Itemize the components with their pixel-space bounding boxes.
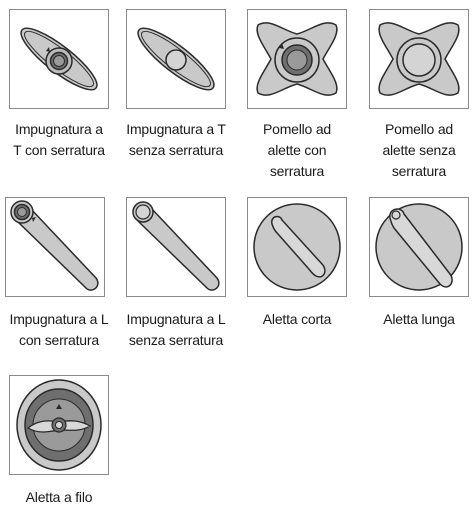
wing-knob-lock-tile[interactable]	[247, 9, 347, 109]
wing-knob-icon	[378, 22, 460, 96]
caption-short-tab: Aletta corta	[262, 311, 332, 327]
flush-tab-tile[interactable]	[9, 375, 109, 475]
short-tab-icon	[253, 203, 341, 291]
flush-tab-icon	[16, 379, 102, 471]
caption-flush-tab: Aletta a filo	[25, 489, 93, 505]
caption-long-tab: Aletta lunga	[383, 311, 455, 327]
t-handle-lock-icon	[20, 27, 98, 91]
wing-knob-lock-icon	[256, 22, 338, 96]
l-handle-lock-tile[interactable]	[5, 197, 105, 297]
l-handle-lock-icon	[10, 200, 99, 291]
short-tab-tile[interactable]	[247, 197, 347, 297]
t-handle-lock-tile[interactable]	[9, 9, 109, 109]
wing-knob-tile[interactable]	[369, 9, 469, 109]
t-handle-tile[interactable]	[126, 9, 226, 109]
long-tab-icon	[375, 203, 463, 291]
t-handle-icon	[137, 27, 215, 91]
l-handle-icon	[132, 201, 220, 291]
long-tab-tile[interactable]	[369, 197, 469, 297]
l-handle-tile[interactable]	[126, 197, 226, 297]
